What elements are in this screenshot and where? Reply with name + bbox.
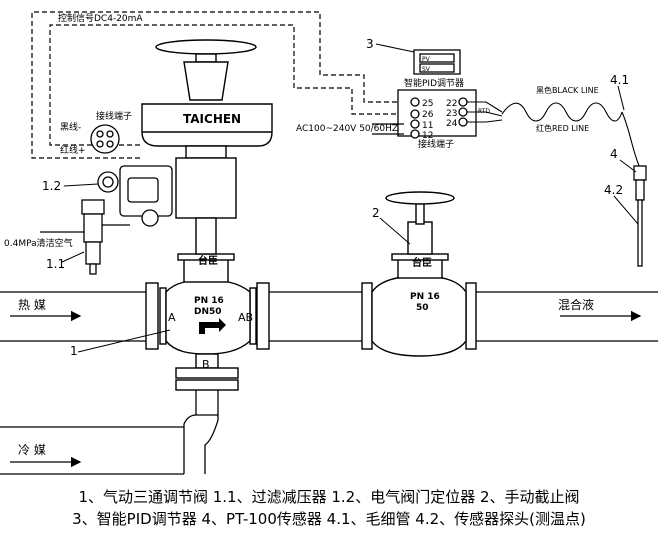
callout-lines bbox=[61, 43, 639, 353]
callout-3: 3 bbox=[366, 37, 374, 51]
three-way-valve bbox=[145, 253, 270, 391]
stop-pn: PN 16 bbox=[410, 292, 440, 302]
valve-pn: PN 16 bbox=[194, 296, 224, 306]
pneumatic-actuator bbox=[141, 39, 273, 255]
pid-t26: 26 bbox=[422, 110, 434, 120]
pt100-sensor bbox=[633, 165, 647, 267]
pid-t24: 24 bbox=[446, 119, 458, 129]
outlet-pipe bbox=[476, 291, 658, 342]
valve-dn: DN50 bbox=[194, 307, 222, 317]
pid-t22: 22 bbox=[446, 99, 457, 109]
ac-power-label: AC100~240V 50/60HZ bbox=[296, 124, 398, 134]
signal-label: 控制信号DC4-20mA bbox=[58, 12, 143, 24]
flow-direction-icon bbox=[199, 318, 226, 334]
filter-regulator bbox=[40, 199, 130, 275]
pid-pv: PV bbox=[422, 56, 431, 63]
brand-label: TAICHEN bbox=[183, 112, 241, 126]
junction-box bbox=[90, 124, 120, 154]
ac-power-lines bbox=[372, 123, 404, 135]
callout-4-1: 4.1 bbox=[610, 73, 629, 87]
middle-pipe bbox=[269, 291, 362, 342]
hot-medium-label: 热 媒 bbox=[18, 298, 46, 312]
hot-inlet-pipe bbox=[0, 291, 146, 342]
caption-line-1: 1、气动三通调节阀 1.1、过滤减压器 1.2、电气阀门定位器 2、手动截止阀 bbox=[78, 488, 580, 506]
sensor-wiring bbox=[467, 101, 641, 169]
black-wire-label: 黑线- bbox=[60, 121, 81, 133]
valve-brand: 台臣 bbox=[198, 254, 218, 267]
red-wire-label: 红线+ bbox=[60, 144, 86, 156]
pid-sv: SV bbox=[422, 66, 431, 73]
callout-2: 2 bbox=[372, 206, 380, 220]
port-ab: AB bbox=[238, 311, 253, 324]
pid-t12: 12 bbox=[422, 131, 433, 141]
caption-line-2: 3、智能PID调节器 4、PT-100传感器 4.1、毛细管 4.2、传感器探头… bbox=[72, 510, 586, 528]
stop-dn: 50 bbox=[416, 303, 429, 313]
cold-inlet-pipe bbox=[0, 390, 219, 475]
port-b: B bbox=[202, 358, 210, 371]
red-line-label: 红色RED LINE bbox=[536, 123, 589, 133]
black-line-label: 黑色BLACK LINE bbox=[536, 85, 599, 95]
pid-t25: 25 bbox=[422, 99, 433, 109]
callout-4-2: 4.2 bbox=[604, 183, 623, 197]
cold-medium-label: 冷 媒 bbox=[18, 443, 46, 457]
valve-positioner bbox=[97, 165, 173, 227]
callout-4: 4 bbox=[610, 147, 618, 161]
callout-1-2: 1.2 bbox=[42, 179, 61, 193]
pid-t11: 11 bbox=[422, 121, 433, 131]
stop-brand: 台臣 bbox=[412, 256, 432, 269]
manual-stop-valve bbox=[361, 191, 477, 357]
port-a: A bbox=[168, 311, 176, 324]
callout-1: 1 bbox=[70, 344, 78, 358]
pid-t23: 23 bbox=[446, 109, 457, 119]
control-signal-wiring bbox=[31, 11, 404, 159]
mixed-label: 混合液 bbox=[558, 297, 594, 312]
pid-terminal-label: 接线端子 bbox=[418, 138, 454, 150]
pid-controller bbox=[397, 49, 477, 139]
air-supply-label: 0.4MPa清洁空气 bbox=[4, 237, 73, 249]
terminal-left-label: 接线端子 bbox=[96, 110, 132, 122]
callout-1-1: 1.1 bbox=[46, 257, 65, 271]
pid-title: 智能PID调节器 bbox=[404, 77, 464, 89]
